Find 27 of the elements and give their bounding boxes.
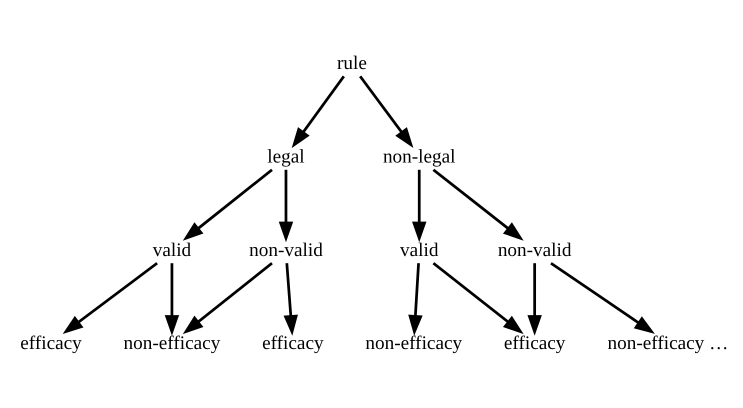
arrow [182, 168, 273, 241]
node-text: efficacy [20, 333, 82, 354]
arrow [412, 170, 426, 242]
arrow [292, 76, 345, 148]
arrow [182, 262, 273, 334]
arrow [359, 76, 414, 148]
arrow [408, 263, 423, 336]
node-text: rule [336, 52, 367, 74]
node-text: valid [400, 240, 438, 261]
node-text: legal [267, 146, 305, 168]
node-text: non-efficacy [365, 333, 462, 354]
arrow [62, 262, 158, 334]
node-text: efficacy [504, 333, 566, 354]
node-text: non-valid [498, 240, 572, 261]
node-text: non-efficacy … [608, 333, 728, 354]
node-text: non-legal [382, 146, 456, 168]
arrow [432, 262, 524, 334]
arrow [164, 263, 180, 336]
node-text: non-efficacy [124, 333, 220, 354]
arrow [550, 262, 655, 334]
node-text: non-valid [249, 240, 323, 261]
node-text: valid [152, 240, 192, 261]
node-text: efficacy [262, 333, 324, 354]
arrow [278, 170, 294, 242]
arrow [527, 263, 542, 336]
arrow [432, 168, 524, 241]
arrow [284, 263, 298, 336]
